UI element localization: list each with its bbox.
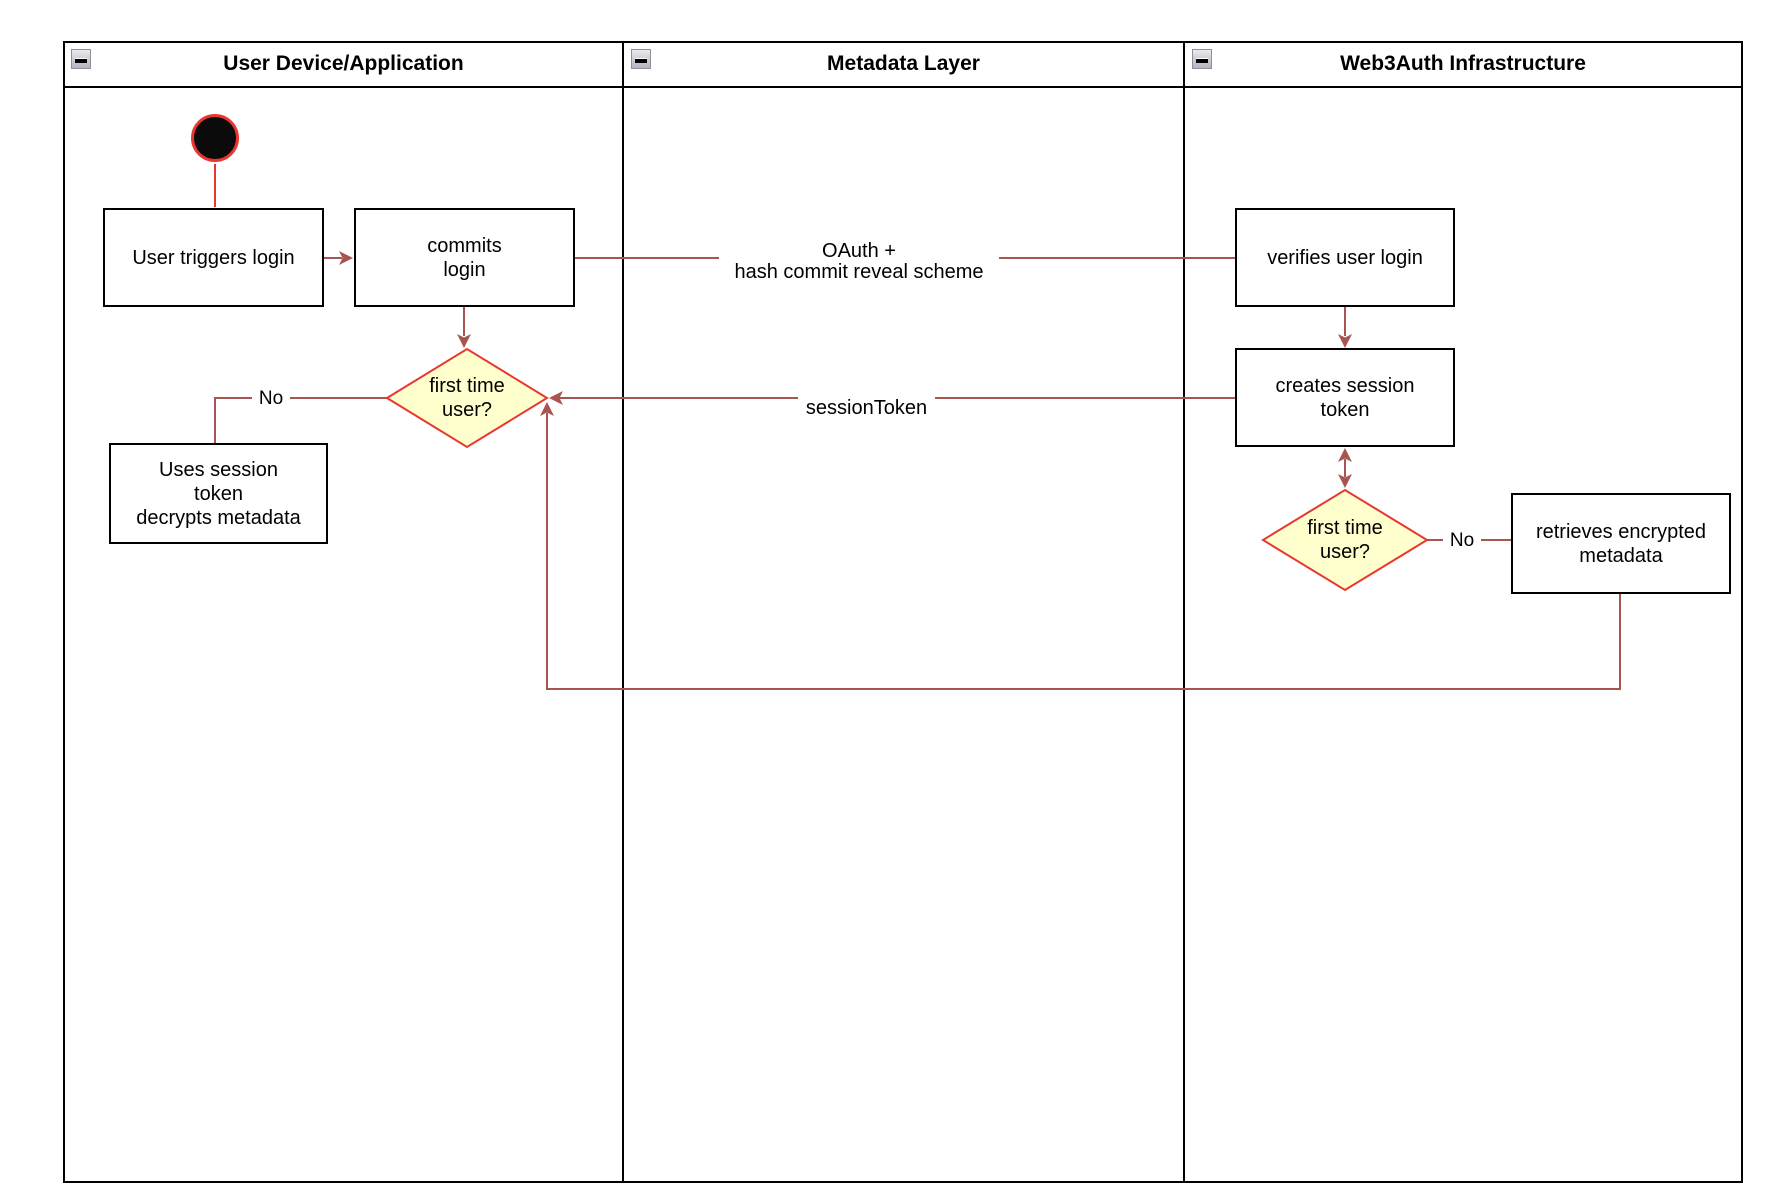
initial-node[interactable] [191, 114, 239, 162]
lane-header-user-device: User Device/Application [65, 41, 622, 87]
node-label: retrieves encrypted metadata [1535, 520, 1707, 567]
decision-label-infra: first time user? [1307, 517, 1383, 563]
node-label: creates session token [1275, 374, 1415, 421]
node-label: commits login [427, 234, 502, 281]
node-uses-session-token[interactable]: Uses session token decrypts metadata [109, 443, 328, 544]
edge-label-no-infra: No [1443, 528, 1481, 552]
edge-label-oauth: OAuth + hash commit reveal scheme [719, 240, 999, 284]
node-label: verifies user login [1267, 246, 1423, 269]
collapse-lane-icon[interactable] [631, 49, 651, 69]
collapse-lane-icon[interactable] [71, 49, 91, 69]
lane-separator-1 [622, 41, 624, 1183]
edge-label-no-device: No [252, 386, 290, 410]
lane-header-underline [63, 86, 1743, 88]
decision-label-device: first time user? [429, 375, 505, 421]
lane-title: User Device/Application [223, 52, 464, 75]
node-user-triggers-login[interactable]: User triggers login [103, 208, 324, 307]
node-label: User triggers login [132, 246, 295, 269]
node-verifies-user-login[interactable]: verifies user login [1235, 208, 1455, 307]
node-creates-session-token[interactable]: creates session token [1235, 348, 1455, 447]
lane-header-metadata-layer: Metadata Layer [624, 41, 1183, 87]
lane-title: Metadata Layer [827, 52, 980, 75]
node-label: Uses session token decrypts metadata [136, 458, 301, 529]
lane-header-web3auth-infra: Web3Auth Infrastructure [1185, 41, 1741, 87]
minus-icon [1196, 58, 1208, 63]
node-commits-login[interactable]: commits login [354, 208, 575, 307]
collapse-lane-icon[interactable] [1192, 49, 1212, 69]
node-retrieves-encrypted-metadata[interactable]: retrieves encrypted metadata [1511, 493, 1731, 594]
edge-label-session-token: sessionToken [798, 395, 935, 421]
lane-title: Web3Auth Infrastructure [1340, 52, 1586, 75]
minus-icon [75, 58, 87, 63]
minus-icon [635, 58, 647, 63]
diagram-frame [63, 41, 1743, 1183]
lane-separator-2 [1183, 41, 1185, 1183]
